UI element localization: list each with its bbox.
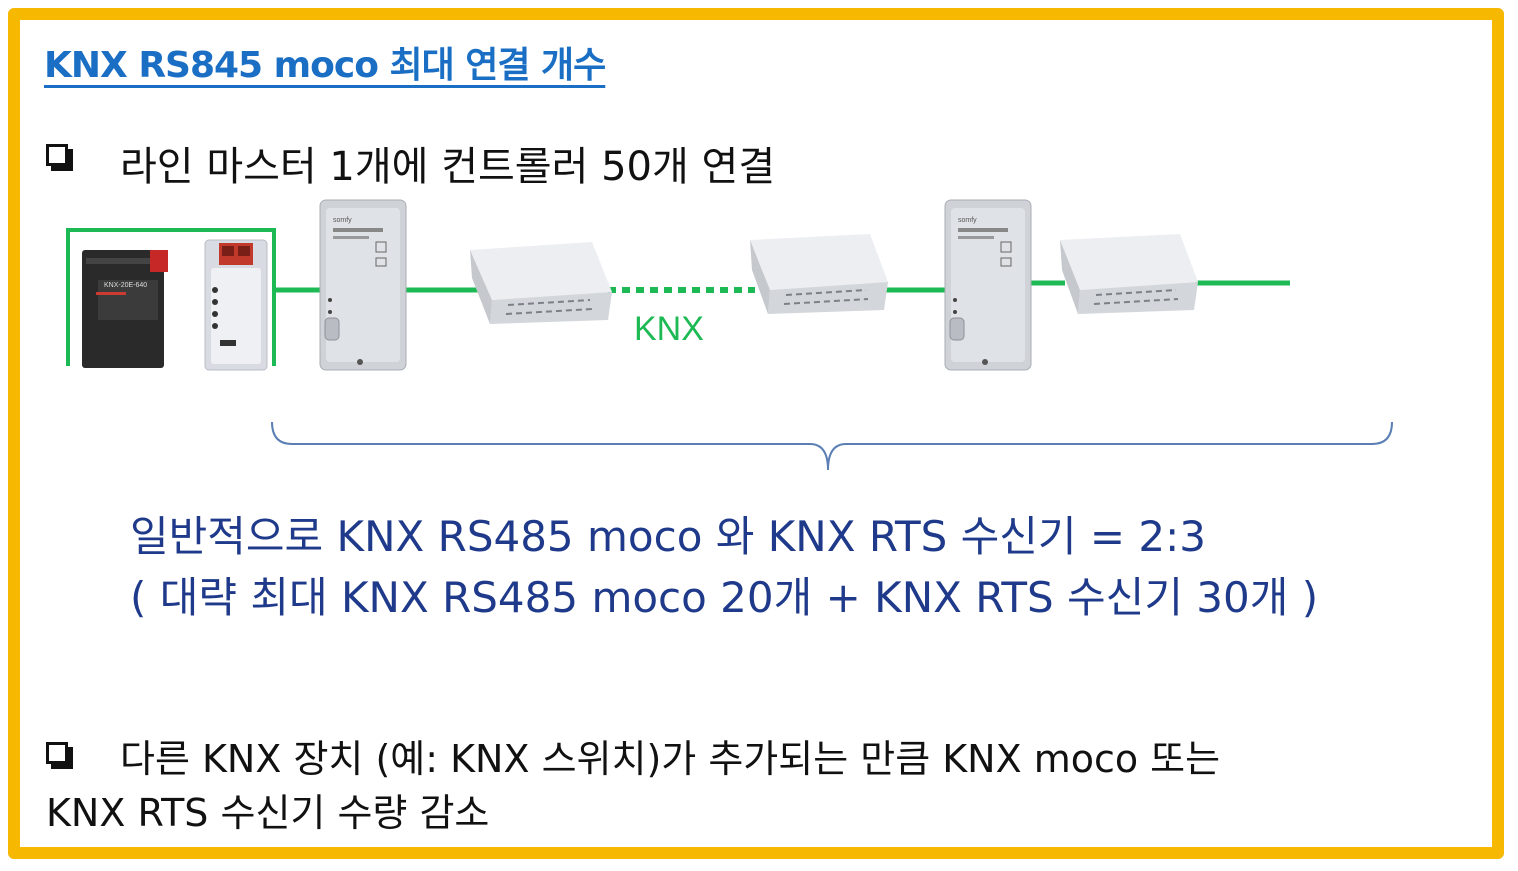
moco-controller-icon: somfy [944,199,1032,371]
rts-receiver-icon [750,234,888,314]
slide-frame [8,8,1504,859]
bullet-text: 라인 마스터 1개에 컨트롤러 50개 연결 [120,144,776,190]
bullet-text-line: KNX RTS 수신기 수량 감소 [46,791,490,835]
bullet-item: 라인 마스터 1개에 컨트롤러 50개 연결 [46,134,775,192]
bullet-text-line: 다른 KNX 장치 (예: KNX 스위치)가 추가되는 만큼 KNX moco… [120,737,1221,781]
rts-receiver-icon [1060,234,1198,314]
ratio-note: 일반적으로 KNX RS485 moco 와 KNX RTS 수신기 = 2:3 [130,512,1207,561]
rts-receiver-icon [470,242,612,324]
moco-controller-icon: somfy [319,199,407,371]
psu-label: KNX-20E-640 [104,282,147,289]
knx-bus-label: KNX [634,310,704,348]
line-master-psu-icon: KNX-20E-640 [82,239,268,371]
bullet-text: 다른 KNX 장치 (예: KNX 스위치)가 추가되는 만큼 KNX moco… [46,732,1221,840]
checkbox-bullet-icon [46,742,76,772]
controller-brand: somfy [958,217,977,224]
slide-title: KNX RS845 moco 최대 연결 개수 [44,45,606,86]
bullet-item: 다른 KNX 장치 (예: KNX 스위치)가 추가되는 만큼 KNX moco… [46,732,1220,840]
controller-brand: somfy [333,217,352,224]
max-count-note: ( 대략 최대 KNX RS485 moco 20개 + KNX RTS 수신기… [130,573,1319,622]
grouping-brace [271,421,1393,471]
checkbox-bullet-icon [46,144,76,174]
knx-bus-line [66,228,1290,366]
